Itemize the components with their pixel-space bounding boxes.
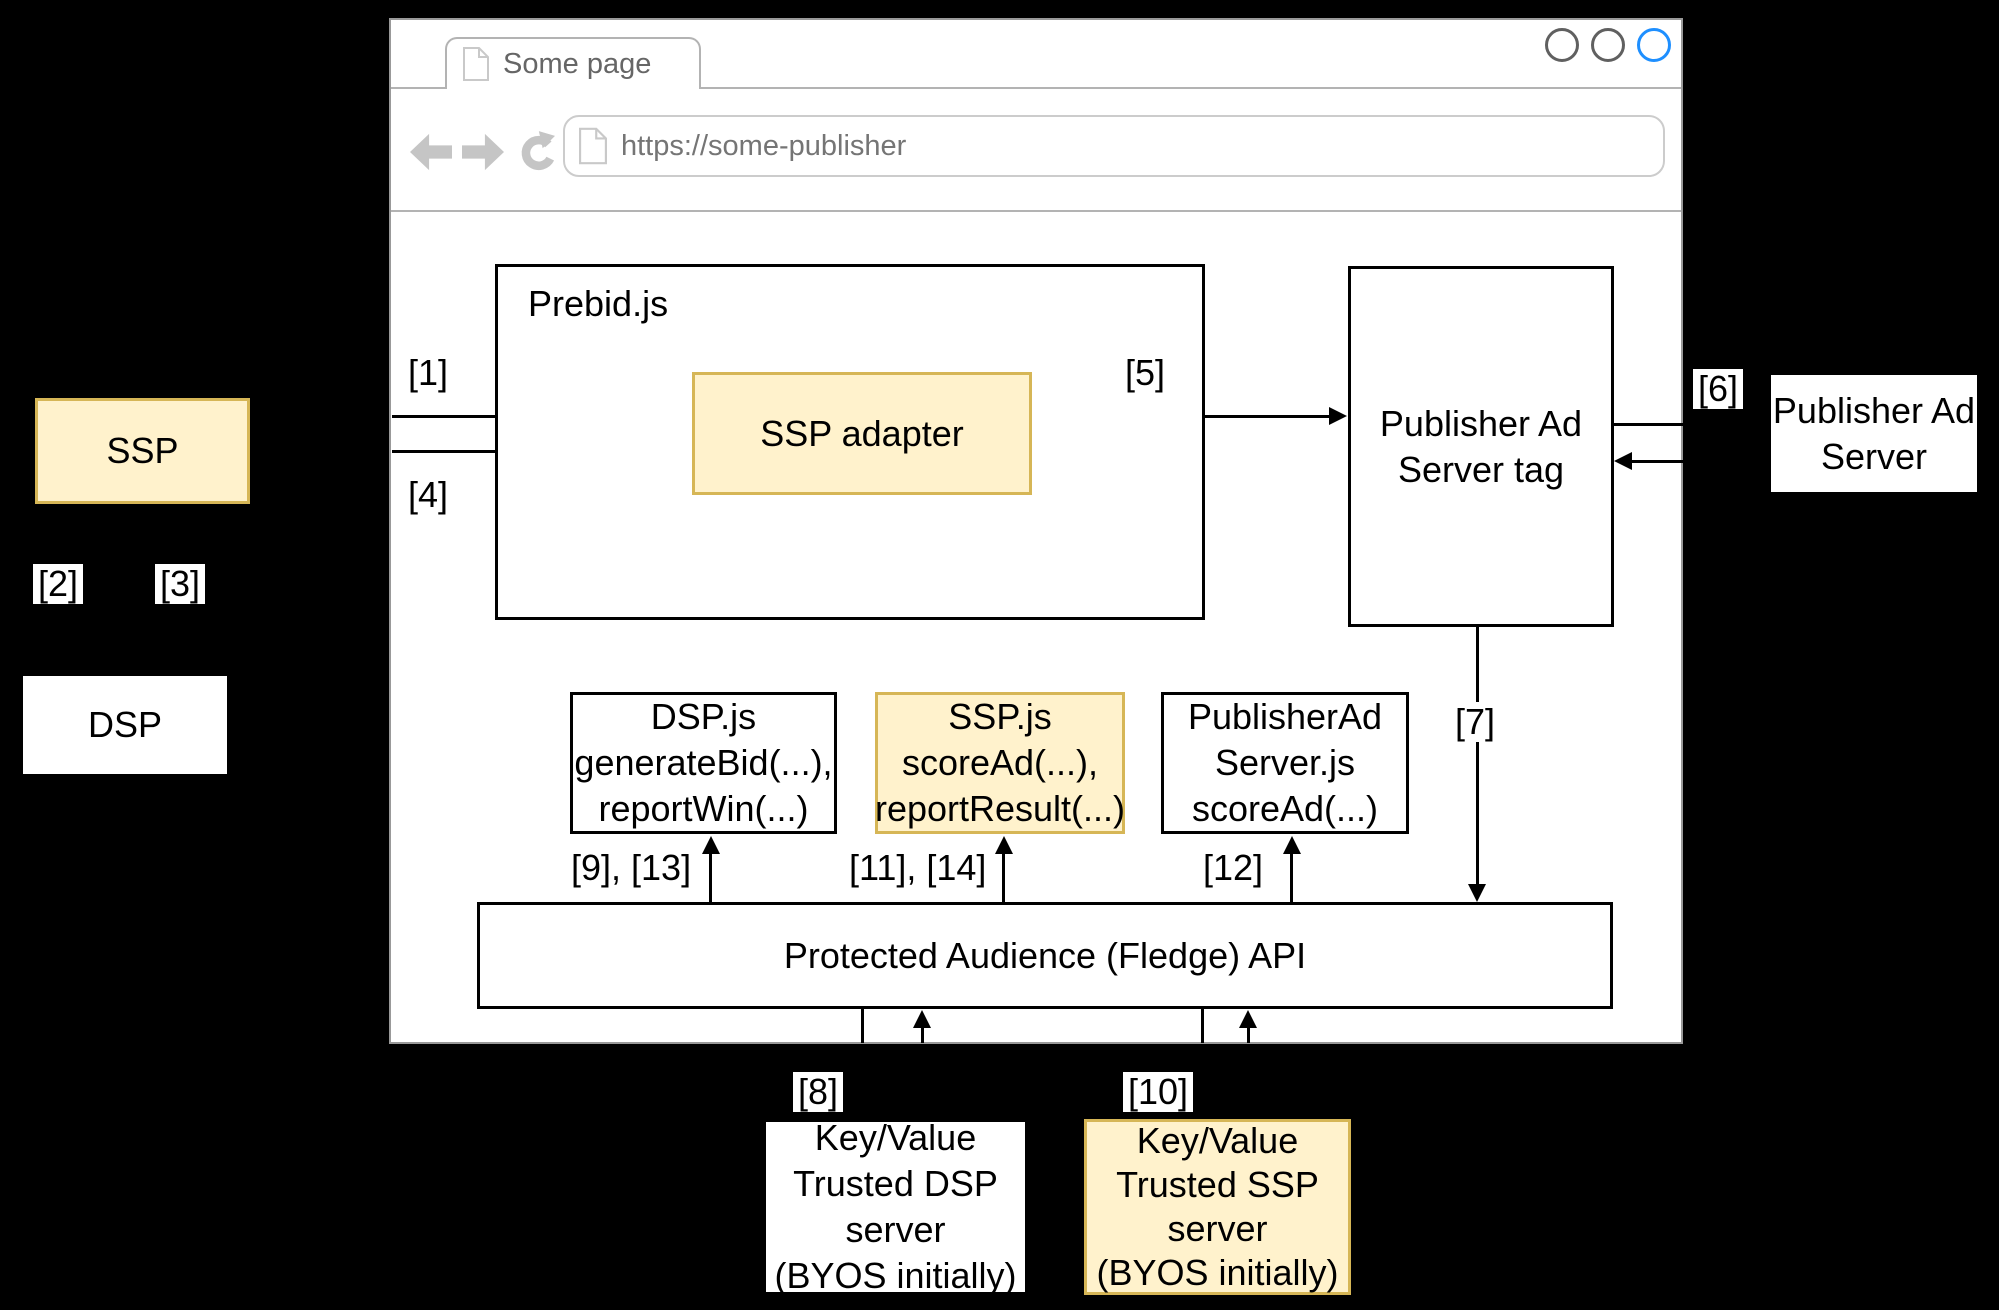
step-label-2: [2] [33, 564, 84, 604]
dsp-js-line: generateBid(...), [574, 742, 833, 783]
kv-dsp-line: (BYOS initially) [774, 1255, 1017, 1296]
flow-6-arrowhead-icon [1614, 452, 1632, 470]
kv-trusted-dsp-server-box: Key/Value Trusted DSP server (BYOS initi… [763, 1117, 1028, 1296]
publisher-ad-server-js-box: PublisherAd Server.js scoreAd(...) [1161, 692, 1409, 834]
flow-12-arrowhead-icon [1283, 836, 1301, 854]
flow-5-arrowhead-icon [1329, 407, 1347, 425]
prebid-label: Prebid.js [528, 283, 669, 324]
step-label-12: [12] [1198, 848, 1269, 888]
kv-ssp-line: server [1167, 1208, 1268, 1249]
step-label-6: [6] [1693, 369, 1744, 409]
tabbar-divider [391, 87, 1681, 89]
ssp-adapter-box: SSP adapter [692, 372, 1032, 495]
window-control-active-icon[interactable] [1637, 28, 1671, 62]
step-label-9-13: [9], [13] [566, 848, 697, 888]
publisher-ad-server-line: Publisher Ad [1772, 389, 1976, 431]
page-icon [579, 127, 607, 165]
protected-audience-api-label: Protected Audience (Fledge) API [783, 934, 1307, 976]
ssp-js-line: scoreAd(...), [901, 742, 1099, 783]
flow-7-line [1476, 620, 1479, 886]
ssp-js-line: reportResult(...) [874, 788, 1126, 829]
back-icon[interactable] [410, 133, 452, 171]
url-bar[interactable]: https://some-publisher [563, 115, 1665, 177]
flow-8-arrowhead-icon [913, 1010, 931, 1028]
step-label-8: [8] [793, 1072, 844, 1112]
tab-title: Some page [503, 47, 652, 80]
publisher-ad-server-box: Publisher Ad Server [1768, 372, 1980, 495]
flow-6-response-line [1632, 460, 1683, 463]
window-controls [1545, 28, 1671, 62]
pub-tag-line: Server tag [1397, 448, 1565, 490]
step-label-1: [1] [403, 353, 454, 393]
flow-7-arrowhead-icon [1468, 884, 1486, 902]
toolbar-divider [391, 210, 1681, 212]
protected-audience-api-box: Protected Audience (Fledge) API [477, 902, 1613, 1009]
step-label-3: [3] [155, 564, 206, 604]
kv-dsp-line: Key/Value [814, 1117, 977, 1158]
publisher-ad-server-tag-box: Publisher Ad Server tag [1348, 266, 1614, 627]
pas-js-line: PublisherAd [1187, 696, 1383, 737]
flow-8-up-line [921, 1026, 924, 1043]
step-label-11-14: [11], [14] [844, 848, 992, 888]
step-label-5: [5] [1120, 353, 1171, 393]
kv-dsp-line: Trusted DSP [793, 1163, 998, 1204]
dsp-js-line: DSP.js [650, 696, 757, 737]
reload-icon[interactable] [517, 131, 555, 173]
kv-ssp-line: (BYOS initially) [1096, 1252, 1339, 1293]
window-control-icon[interactable] [1591, 28, 1625, 62]
forward-icon[interactable] [462, 133, 504, 171]
pub-tag-line: Publisher Ad [1379, 402, 1583, 444]
flow-12-line [1290, 852, 1293, 902]
kv-ssp-line: Trusted SSP [1116, 1164, 1319, 1205]
flow-10-up-line [1247, 1026, 1250, 1043]
kv-ssp-line: Key/Value [1136, 1120, 1299, 1161]
step-label-7: [7] [1450, 702, 1501, 742]
ssp-js-box: SSP.js scoreAd(...), reportResult(...) [875, 692, 1125, 834]
ssp-box: SSP [35, 398, 250, 504]
step-label-4: [4] [403, 475, 454, 515]
flow-6-request-line [1614, 423, 1683, 426]
page-icon [463, 47, 489, 81]
dsp-label: DSP [87, 704, 163, 745]
flow-11-14-arrowhead-icon [995, 836, 1013, 854]
flow-10-down-line [1201, 1009, 1204, 1043]
browser-tab[interactable]: Some page [445, 37, 701, 89]
flow-8-down-line [861, 1009, 864, 1043]
flow-9-13-line [709, 852, 712, 902]
flow-10-arrowhead-icon [1239, 1010, 1257, 1028]
dsp-js-line: reportWin(...) [598, 788, 809, 829]
ssp-adapter-label: SSP adapter [760, 412, 964, 454]
window-control-icon[interactable] [1545, 28, 1579, 62]
flow-9-13-arrowhead-icon [702, 836, 720, 854]
kv-dsp-line: server [845, 1209, 946, 1250]
ssp-label: SSP [106, 430, 179, 471]
pas-js-line: Server.js [1214, 742, 1356, 783]
dsp-js-box: DSP.js generateBid(...), reportWin(...) [570, 692, 837, 834]
kv-trusted-ssp-server-box: Key/Value Trusted SSP server (BYOS initi… [1084, 1119, 1351, 1295]
flow-11-14-line [1002, 852, 1005, 902]
dsp-box: DSP [20, 673, 230, 777]
ssp-js-line: SSP.js [948, 696, 1052, 737]
pas-js-line: scoreAd(...) [1191, 788, 1379, 829]
url-text: https://some-publisher [621, 129, 907, 162]
publisher-ad-server-line: Server [1820, 435, 1928, 477]
step-label-10: [10] [1123, 1072, 1194, 1112]
